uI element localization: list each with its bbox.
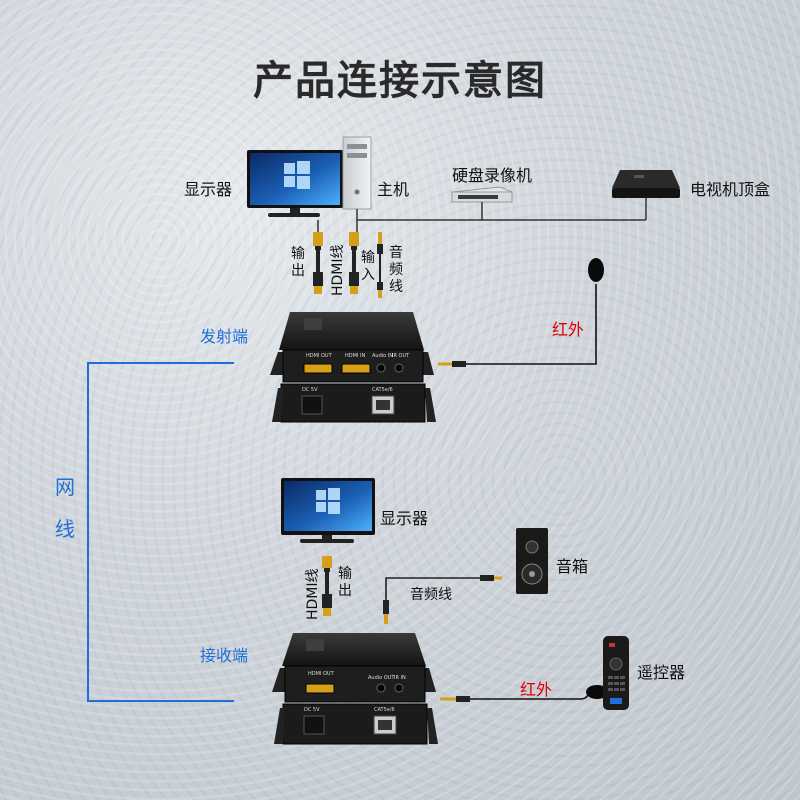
label-hdmi-out-bottom: 输出 (338, 566, 352, 599)
receiver-device (272, 633, 438, 745)
rx-port-audio-out: Audio OUT (368, 675, 395, 681)
label-hdmi-cable-bottom-wrap: HDMI线 (300, 560, 321, 620)
source-connection-lines (317, 198, 647, 232)
tx-port-hdmi-in: HDMI IN (345, 353, 366, 359)
hdmi-cable-bottom (322, 556, 332, 616)
tx-port-dc: DC 5V (302, 387, 318, 393)
rx-port-cat: CAT5e/6 (374, 707, 395, 713)
label-monitor-bottom: 显示器 (380, 509, 429, 528)
label-ir-top: 红外 (552, 320, 585, 339)
tx-port-audio-in: Audio IN (372, 353, 394, 359)
settop-box (612, 170, 680, 198)
tx-port-cat: CAT5e/6 (372, 387, 393, 393)
host-tower (342, 136, 372, 210)
label-audio-cable-bottom: 音频线 (410, 587, 452, 603)
audio-cable-bottom (383, 575, 502, 624)
label-hdmi-out-top: 输出 (291, 246, 305, 279)
rx-port-dc: DC 5V (304, 707, 320, 713)
label-monitor-top: 显示器 (184, 180, 233, 199)
label-network-cable: 网线 (55, 475, 75, 541)
network-cable-line (87, 362, 234, 702)
tx-port-ir-out: IR OUT (392, 353, 410, 359)
label-speaker: 音箱 (556, 557, 589, 576)
tx-port-hdmi-out: HDMI OUT (306, 353, 332, 359)
label-settop: 电视机顶盒 (690, 180, 771, 199)
label-hdmi-cable-top: HDMI线 (330, 244, 346, 296)
speaker-device (516, 528, 548, 594)
label-host: 主机 (377, 180, 410, 199)
audio-cable-top (377, 232, 383, 298)
page-title: 产品连接示意图 (253, 58, 547, 104)
windows-logo-icon-bottom (316, 488, 340, 514)
label-hdmi-cable-top-wrap: HDMI线 (325, 236, 346, 296)
ir-emitter-top (438, 258, 604, 367)
label-input: 输入 (361, 250, 375, 283)
hdmi-cable-top-left (313, 232, 323, 294)
transmitter-device (270, 312, 436, 423)
label-remote: 遥控器 (637, 663, 686, 682)
rx-port-ir-in: IR IN (394, 675, 406, 681)
label-dvr: 硬盘录像机 (452, 166, 533, 185)
label-transmitter: 发射端 (200, 327, 249, 346)
remote-control (603, 636, 629, 710)
windows-logo-icon (284, 161, 310, 189)
label-audio-cable-top: 音频线 (389, 245, 403, 295)
monitor-bottom (281, 478, 375, 543)
hdmi-cable-top-right (349, 232, 359, 294)
rx-port-hdmi-out: HDMI OUT (308, 671, 334, 677)
label-ir-bottom: 红外 (520, 680, 553, 699)
label-hdmi-cable-bottom: HDMI线 (305, 568, 321, 620)
ir-receiver-bottom (440, 685, 608, 702)
monitor-top (247, 150, 343, 217)
label-receiver: 接收端 (200, 646, 249, 665)
dvr-device (451, 186, 513, 203)
